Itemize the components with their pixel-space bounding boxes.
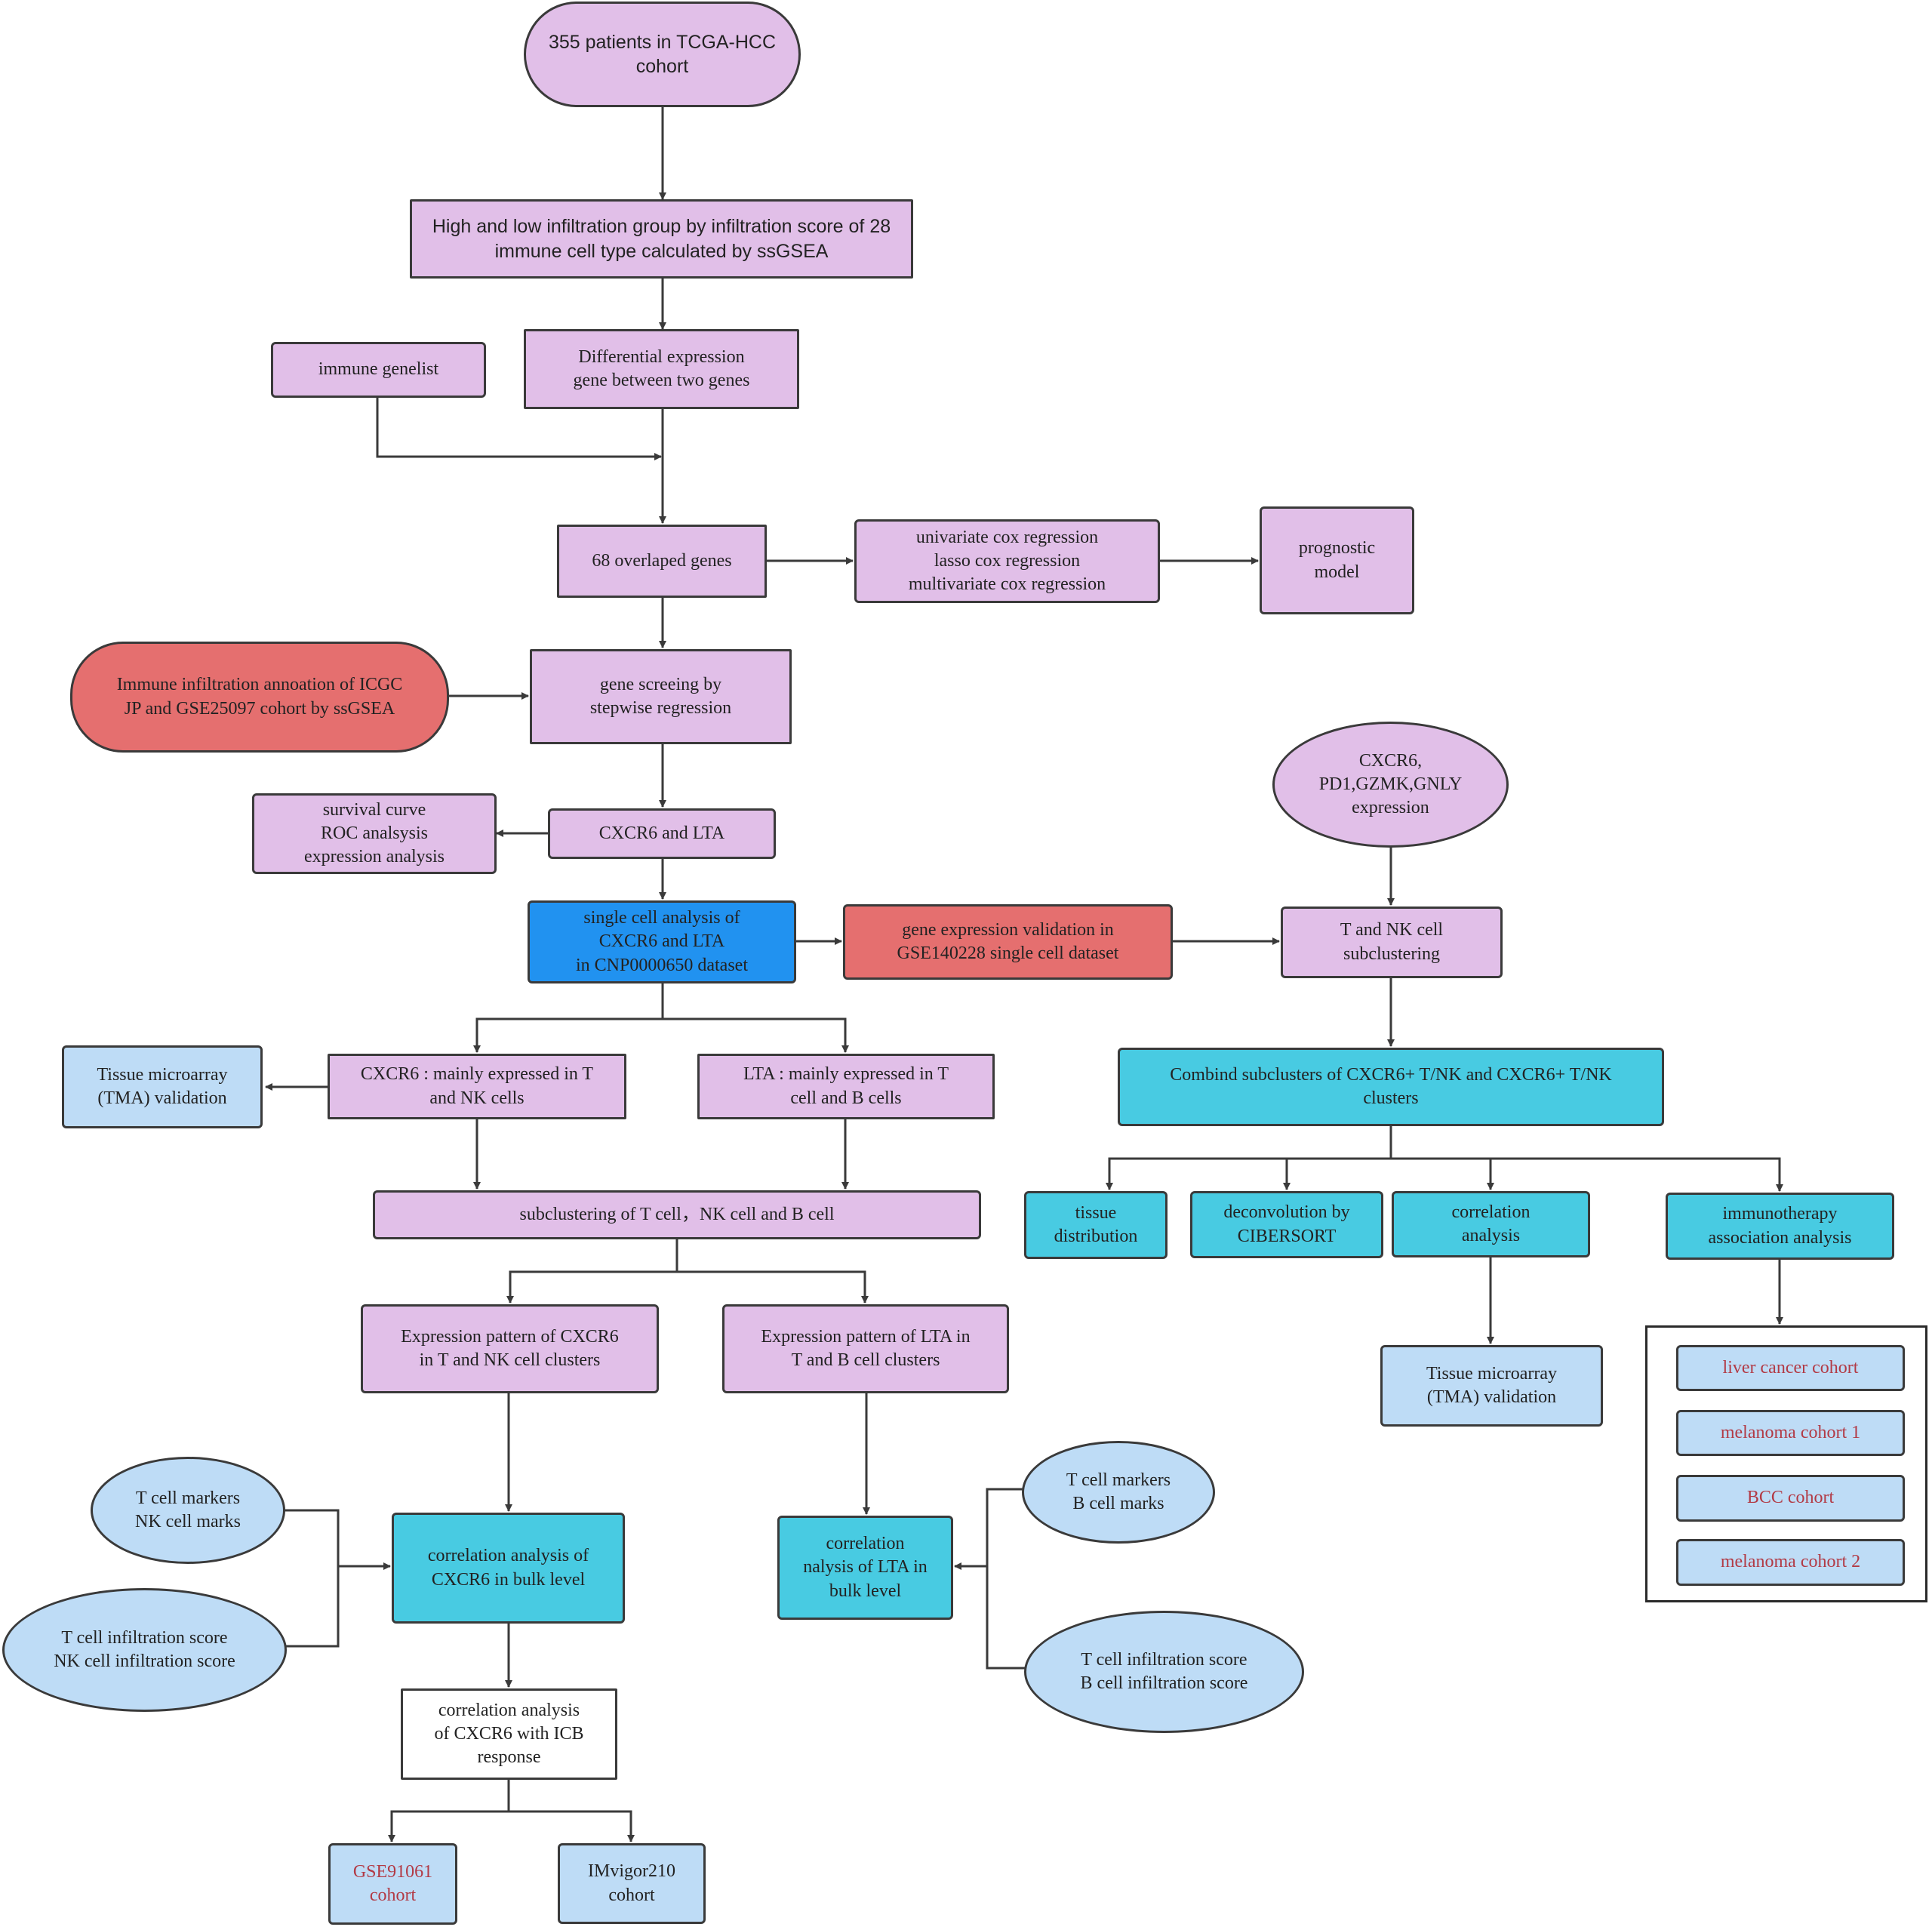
subclustering-tnkb-node: subclustering of T cell，NK cell and B ce… [373,1190,981,1239]
immunotherapy-association-node: immunotherapy association analysis [1666,1193,1894,1260]
lta-expression-node: LTA : mainly expressed in T cell and B c… [697,1054,995,1119]
deconvolution-node: deconvolution by CIBERSORT [1190,1191,1383,1258]
tma-validation-node-1: Tissue microarray (TMA) validation [62,1045,263,1128]
stepwise-regression-node: gene screeing by stepwise regression [530,649,792,744]
cxcr6-pattern-node: Expression pattern of CXCR6 in T and NK … [361,1304,659,1393]
connector-combind-to-immuno [1391,1157,1783,1192]
connector-icb-to-imvigor [509,1810,635,1842]
tcga-cohort-node: 355 patients in TCGA-HCC cohort [524,2,801,107]
tb-markers-node: T cell markers B cell marks [1022,1441,1215,1544]
tb-infiltration-score-node: T cell infiltration score B cell infiltr… [1024,1611,1304,1733]
connector-icb-branch [388,1779,510,1842]
icgc-infiltration-node: Immune infiltration annoation of ICGC JP… [70,642,449,753]
connector-single-to-lta-expr [663,1017,849,1053]
connector-subclustering-branch [506,1239,678,1304]
tma-validation-node-2: Tissue microarray (TMA) validation [1380,1345,1603,1427]
lta-pattern-node: Expression pattern of LTA in T and B cel… [722,1304,1009,1393]
tissue-distribution-node: tissue distribution [1024,1191,1168,1259]
differential-expression-node: Differential expression gene between two… [524,329,799,409]
cohort-group-frame [1645,1325,1927,1602]
connector-genelist-to-merge [376,397,662,460]
connector-tb-markers-to-merge [986,1488,1026,1670]
liver-cancer-cohort-node: liver cancer cohort [1676,1345,1905,1391]
connector-combind-branch [1106,1126,1392,1190]
imvigor210-cohort-node: IMvigor210 cohort [558,1843,706,1924]
tnk-subclustering-node: T and NK cell subclustering [1281,907,1503,978]
marker-expression-node: CXCR6, PD1,GZMK,GNLY expression [1272,722,1509,848]
bcc-cohort-node: BCC cohort [1676,1475,1905,1522]
melanoma-cohort-2-node: melanoma cohort 2 [1676,1539,1905,1586]
infiltration-groups-node: High and low infiltration group by infil… [410,199,913,279]
tnk-infiltration-score-node: T cell infiltration score NK cell infilt… [2,1588,287,1712]
gse140228-validation-node: gene expression validation in GSE140228 … [843,904,1173,980]
lta-bulk-correlation-node: correlation nalysis of LTA in bulk level [777,1516,953,1620]
icb-response-node: correlation analysis of CXCR6 with ICB r… [401,1688,617,1780]
connector-tnk-markers-to-merge [285,1509,340,1648]
tnk-markers-node: T cell markers NK cell marks [91,1457,285,1564]
cxcr6-lta-node: CXCR6 and LTA [548,808,776,859]
cxcr6-bulk-correlation-node: correlation analysis of CXCR6 in bulk le… [392,1513,625,1624]
survival-roc-node: survival curve ROC analsysis expression … [252,793,497,874]
combind-subclusters-node: Combind subclusters of CXCR6+ T/NK and C… [1118,1048,1664,1126]
connector-single-branch [473,983,664,1053]
prognostic-model-node: prognostic model [1260,506,1414,614]
melanoma-cohort-1-node: melanoma cohort 1 [1676,1410,1905,1456]
cxcr6-expression-node: CXCR6 : mainly expressed in T and NK cel… [328,1054,626,1119]
overlapped-genes-node: 68 overlaped genes [557,525,767,598]
cox-regression-node: univariate cox regression lasso cox regr… [854,519,1160,603]
connector-subclustering-to-pattern-lta [677,1270,869,1304]
gse91061-cohort-node: GSE91061 cohort [328,1843,457,1925]
immune-genelist-node: immune genelist [271,342,486,398]
single-cell-analysis-node: single cell analysis of CXCR6 and LTA in… [528,900,796,983]
correlation-analysis-node: correlation analysis [1392,1191,1590,1257]
